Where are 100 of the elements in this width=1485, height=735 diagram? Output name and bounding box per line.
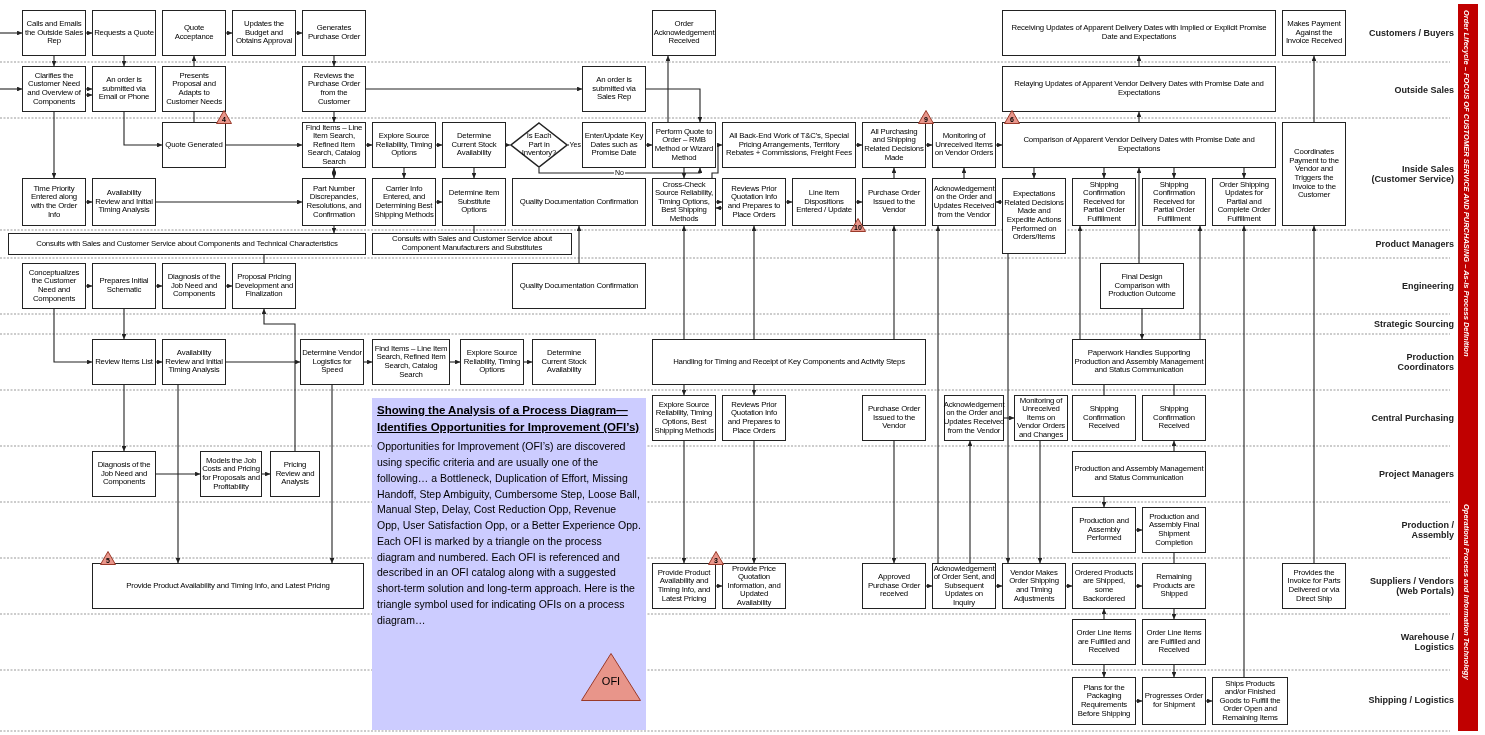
- arrow: [1031, 167, 1037, 179]
- arrow: [331, 111, 337, 123]
- arrow: [435, 199, 443, 205]
- lane-label: Production / Assembly: [1400, 519, 1454, 541]
- arrow: [155, 359, 163, 365]
- arrow: [225, 283, 233, 289]
- arrow: [995, 142, 1003, 148]
- arrow: [365, 86, 583, 92]
- lane-label: Engineering: [1401, 281, 1454, 292]
- arrow: [681, 384, 687, 396]
- connector-line: [473, 225, 475, 234]
- arrow: [1005, 253, 1011, 564]
- connector-line: [1103, 384, 1105, 396]
- arrow: [681, 225, 687, 340]
- arrow: [1136, 55, 1142, 67]
- arrow: [85, 283, 93, 289]
- arrow: [1077, 225, 1083, 340]
- arrow: [1171, 664, 1177, 678]
- arrow: [329, 384, 335, 564]
- arrow: [435, 142, 443, 148]
- arrow: [51, 111, 57, 179]
- arrow: [261, 308, 296, 452]
- arrow: [121, 384, 127, 452]
- note-panel: [372, 398, 646, 730]
- arrow: [1205, 698, 1213, 704]
- arrow: [175, 384, 181, 564]
- lane-label: Product Managers: [1374, 239, 1454, 250]
- arrow: [401, 167, 407, 179]
- arrow: [1139, 308, 1145, 340]
- arrow: [715, 583, 723, 589]
- arrow: [1065, 583, 1073, 589]
- arrow: [891, 225, 897, 340]
- arrow: [155, 283, 163, 289]
- arrow: [1311, 55, 1317, 123]
- arrow: [331, 167, 337, 179]
- arrow: [891, 167, 897, 179]
- arrow: [85, 30, 93, 36]
- arrow: [1197, 225, 1203, 340]
- arrow: [1101, 664, 1107, 678]
- arrow: [1171, 167, 1177, 179]
- arrow: [225, 359, 301, 365]
- arrow: [1135, 527, 1143, 533]
- arrow: [121, 55, 127, 67]
- arrow: [935, 225, 941, 564]
- panel-heading: Showing the Analysis of a Process Diagram— Identifies Opportunities for Improvement (OFI’s): [377, 403, 641, 435]
- arrow: [1003, 415, 1015, 421]
- connector-line: [263, 254, 265, 264]
- arrow: [505, 142, 511, 148]
- panel-text: Opportunities for Improvement (OFI’s) are discovered using specific criteria and are usually one of the following… a Bottleneck, Duplication of Effort, Missing Handoff, Step Ambiguity, Cumbersome Step, Loose Ball, Manual Step, Delay, Cost Reduction Opp, Revenue Opp, User Satisfaction Opp, or a Better Experience Opp. Each OFI is marked by a triangle on the process diagram and numbered. Each OFI is referenced and described in an OFI catalog along with a suggested short-term solution and long-term approach. Here is the triangle symbol used for indicating OFIs on a process diagram…: [377, 439, 641, 628]
- arrow: [995, 583, 1003, 589]
- arrow: [1171, 440, 1177, 452]
- arrow: [751, 384, 757, 396]
- arrow: [1136, 111, 1142, 123]
- lane-label: Production Coordinators: [1396, 351, 1454, 373]
- arrow: [645, 88, 703, 123]
- connector-line: [1173, 384, 1175, 396]
- arrow: [471, 167, 477, 179]
- arrow: [1101, 167, 1107, 179]
- lane-label: Project Managers: [1377, 469, 1454, 480]
- arrow: [295, 30, 303, 36]
- arrow: [1241, 167, 1247, 179]
- arrow: [715, 205, 723, 211]
- arrow: [785, 199, 793, 205]
- arrow: [925, 583, 933, 589]
- lane-label: Shipping / Logistics: [1367, 695, 1454, 706]
- arrow: [995, 199, 1003, 205]
- lane-label: Suppliers / Vendors (Web Portals): [1368, 575, 1454, 597]
- arrow: [715, 199, 723, 205]
- arrow: [925, 142, 933, 148]
- arrow: [1171, 608, 1177, 620]
- arrow: [1135, 698, 1143, 704]
- arrow: [711, 142, 723, 179]
- arrow: [855, 142, 863, 148]
- arrow: [123, 111, 163, 148]
- arrow: [85, 86, 93, 92]
- arrow: [53, 308, 93, 365]
- arrow: [85, 199, 93, 205]
- arrow: [225, 30, 233, 36]
- arrow: [1101, 608, 1107, 620]
- arrow: [961, 167, 967, 179]
- arrow: [155, 471, 201, 477]
- arrow: [0, 30, 23, 36]
- arrow: [523, 359, 533, 365]
- connector-line: [193, 111, 195, 123]
- arrow: [855, 199, 863, 205]
- arrow: [665, 55, 671, 123]
- lane-label: Customers / Buyers: [1367, 28, 1454, 39]
- arrow: [365, 142, 373, 148]
- arrow: [225, 142, 303, 148]
- arrow: [155, 199, 303, 205]
- lane-label: Warehouse / Logistics: [1399, 631, 1454, 653]
- lane-label: Central Purchasing: [1370, 413, 1454, 424]
- arrow: [331, 55, 337, 67]
- arrow: [331, 225, 337, 234]
- arrow: [449, 359, 461, 365]
- arrow: [751, 440, 757, 564]
- arrow: [751, 225, 757, 340]
- arrow: [51, 55, 57, 67]
- arrow: [261, 471, 271, 477]
- lane-label: Outside Sales: [1393, 85, 1454, 96]
